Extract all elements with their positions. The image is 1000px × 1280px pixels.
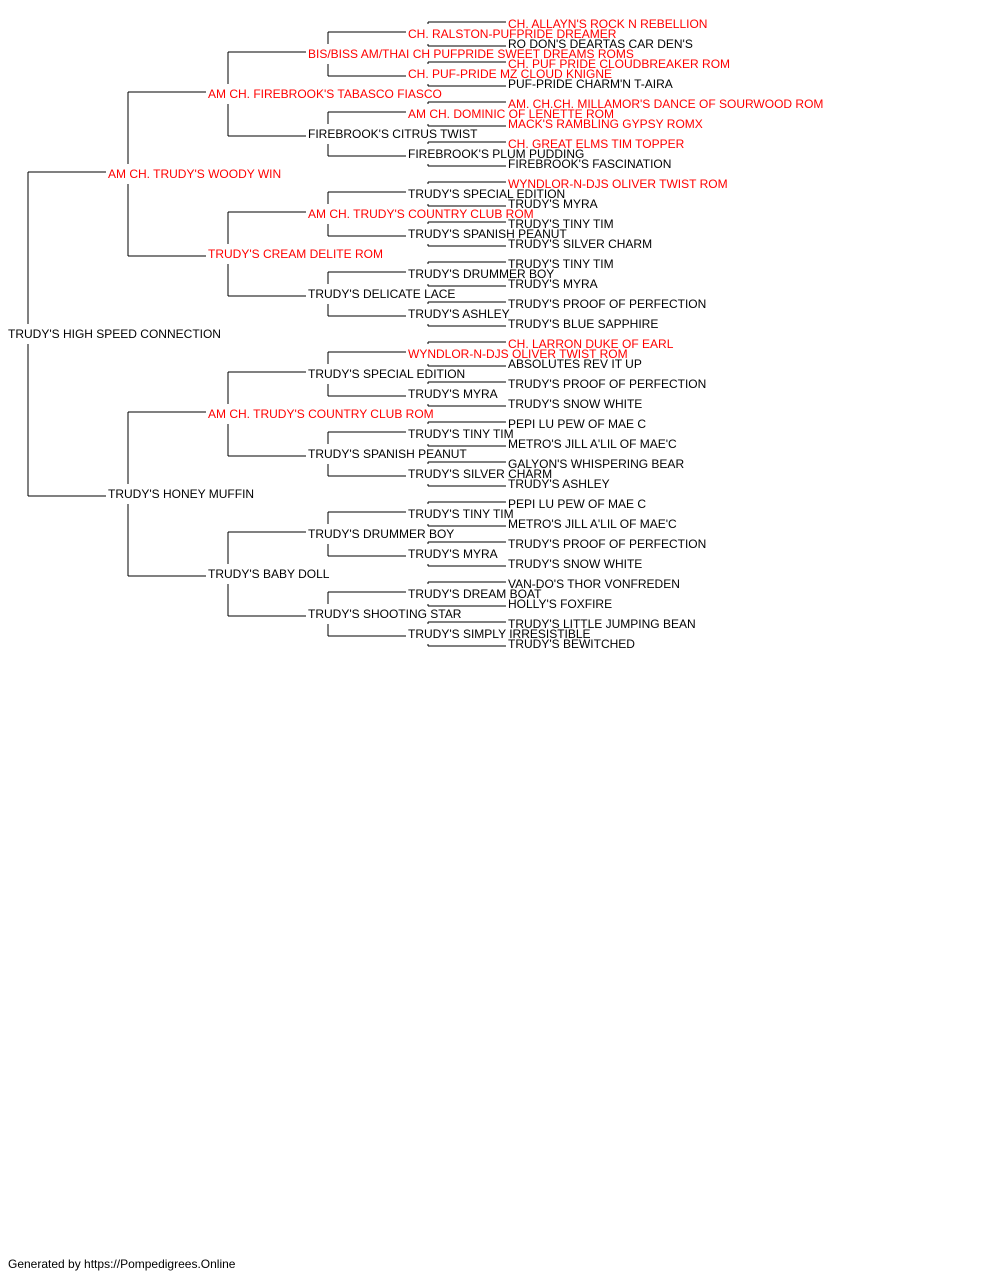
ancestor-name-gen2: TRUDY'S BABY DOLL	[208, 567, 330, 581]
ancestor-name-gen2: TRUDY'S CREAM DELITE ROM	[208, 247, 383, 261]
ancestor-name-gen5: TRUDY'S PROOF OF PERFECTION	[508, 377, 706, 391]
ancestor-name-gen4: TRUDY'S SIMPLY IRRESISTIBLE	[408, 627, 591, 641]
ancestor-name-gen1: TRUDY'S HONEY MUFFIN	[108, 487, 254, 501]
ancestor-name-gen5: CH. GREAT ELMS TIM TOPPER	[508, 137, 685, 151]
ancestor-name-gen5: TRUDY'S SNOW WHITE	[508, 557, 642, 571]
ancestor-name-gen4: TRUDY'S MYRA	[408, 387, 498, 401]
ancestor-name-gen5: MACK'S RAMBLING GYPSY ROMX	[508, 117, 703, 131]
footer-credit: Generated by https://Pompedigrees.Online	[8, 1257, 236, 1271]
ancestor-name-gen2: AM CH. FIREBROOK'S TABASCO FIASCO	[208, 87, 442, 101]
ancestor-name-gen3: BIS/BISS AM/THAI CH PUFPRIDE SWEET DREAM…	[308, 47, 634, 61]
ancestor-name-gen4: TRUDY'S TINY TIM	[408, 507, 514, 521]
ancestor-name-gen5: VAN-DO'S THOR VONFREDEN	[508, 577, 680, 591]
ancestor-name-gen4: TRUDY'S DREAM BOAT	[408, 587, 542, 601]
ancestor-name-gen0: TRUDY'S HIGH SPEED CONNECTION	[8, 327, 221, 341]
ancestor-name-gen4: CH. PUF-PRIDE MZ CLOUD KNIGNE	[408, 67, 612, 81]
ancestor-name-gen5: GALYON'S WHISPERING BEAR	[508, 457, 684, 471]
ancestor-name-gen5: TRUDY'S MYRA	[508, 197, 598, 211]
ancestor-name-gen5: TRUDY'S MYRA	[508, 277, 598, 291]
ancestor-name-gen5: TRUDY'S LITTLE JUMPING BEAN	[508, 617, 696, 631]
ancestor-name-gen5: CH. LARRON DUKE OF EARL	[508, 337, 674, 351]
ancestor-name-gen2: AM CH. TRUDY'S COUNTRY CLUB ROM	[208, 407, 434, 421]
ancestor-name-gen5: TRUDY'S PROOF OF PERFECTION	[508, 537, 706, 551]
ancestor-name-gen4: TRUDY'S SILVER CHARM	[408, 467, 552, 481]
ancestor-name-gen4: TRUDY'S DRUMMER BOY	[408, 267, 554, 281]
ancestor-name-gen5: AM. CH.CH. MILLAMOR'S DANCE OF SOURWOOD …	[508, 97, 823, 111]
ancestor-name-gen3: TRUDY'S DELICATE LACE	[308, 287, 455, 301]
ancestor-name-gen5: METRO'S JILL A'LIL OF MAE'C	[508, 517, 677, 531]
ancestor-name-gen5: WYNDLOR-N-DJS OLIVER TWIST ROM	[508, 177, 728, 191]
ancestor-name-gen5: TRUDY'S TINY TIM	[508, 257, 614, 271]
ancestor-name-gen4: TRUDY'S SPANISH PEANUT	[408, 227, 567, 241]
ancestor-name-gen5: PEPI LU PEW OF MAE C	[508, 417, 646, 431]
ancestor-name-gen5: PEPI LU PEW OF MAE C	[508, 497, 646, 511]
ancestor-name-gen5: ABSOLUTES REV IT UP	[508, 357, 642, 371]
ancestor-name-gen5: TRUDY'S BEWITCHED	[508, 637, 635, 651]
ancestor-name-gen4: WYNDLOR-N-DJS OLIVER TWIST ROM	[408, 347, 628, 361]
ancestor-name-gen5: TRUDY'S BLUE SAPPHIRE	[508, 317, 658, 331]
ancestor-name-gen4: TRUDY'S SPECIAL EDITION	[408, 187, 565, 201]
ancestor-name-gen4: TRUDY'S ASHLEY	[408, 307, 510, 321]
ancestor-name-gen4: CH. RALSTON-PUFPRIDE DREAMER	[408, 27, 617, 41]
ancestor-name-gen5: HOLLY'S FOXFIRE	[508, 597, 612, 611]
ancestor-name-gen1: AM CH. TRUDY'S WOODY WIN	[108, 167, 281, 181]
ancestor-name-gen5: TRUDY'S PROOF OF PERFECTION	[508, 297, 706, 311]
ancestor-name-gen3: TRUDY'S SHOOTING STAR	[308, 607, 462, 621]
ancestor-name-gen4: TRUDY'S MYRA	[408, 547, 498, 561]
ancestor-name-gen4: AM CH. DOMINIC OF LENETTE ROM	[408, 107, 614, 121]
ancestor-name-gen5: PUF-PRIDE CHARM'N T-AIRA	[508, 77, 673, 91]
ancestor-name-gen3: TRUDY'S SPECIAL EDITION	[308, 367, 465, 381]
ancestor-name-gen4: TRUDY'S TINY TIM	[408, 427, 514, 441]
ancestor-name-gen5: CH. ALLAYN'S ROCK N REBELLION	[508, 17, 707, 31]
ancestor-name-gen5: TRUDY'S ASHLEY	[508, 477, 610, 491]
ancestor-name-gen4: FIREBROOK'S PLUM PUDDING	[408, 147, 584, 161]
ancestor-name-gen3: TRUDY'S DRUMMER BOY	[308, 527, 454, 541]
ancestor-name-gen5: TRUDY'S SILVER CHARM	[508, 237, 652, 251]
ancestor-name-gen5: TRUDY'S SNOW WHITE	[508, 397, 642, 411]
ancestor-name-gen3: TRUDY'S SPANISH PEANUT	[308, 447, 467, 461]
ancestor-name-gen5: TRUDY'S TINY TIM	[508, 217, 614, 231]
ancestor-name-gen5: METRO'S JILL A'LIL OF MAE'C	[508, 437, 677, 451]
ancestor-name-gen5: FIREBROOK'S FASCINATION	[508, 157, 671, 171]
ancestor-name-gen5: CH. PUF PRIDE CLOUDBREAKER ROM	[508, 57, 730, 71]
ancestor-name-gen3: AM CH. TRUDY'S COUNTRY CLUB ROM	[308, 207, 534, 221]
ancestor-name-gen5: RO DON'S DEARTAS CAR DEN'S	[508, 37, 693, 51]
ancestor-name-gen3: FIREBROOK'S CITRUS TWIST	[308, 127, 478, 141]
